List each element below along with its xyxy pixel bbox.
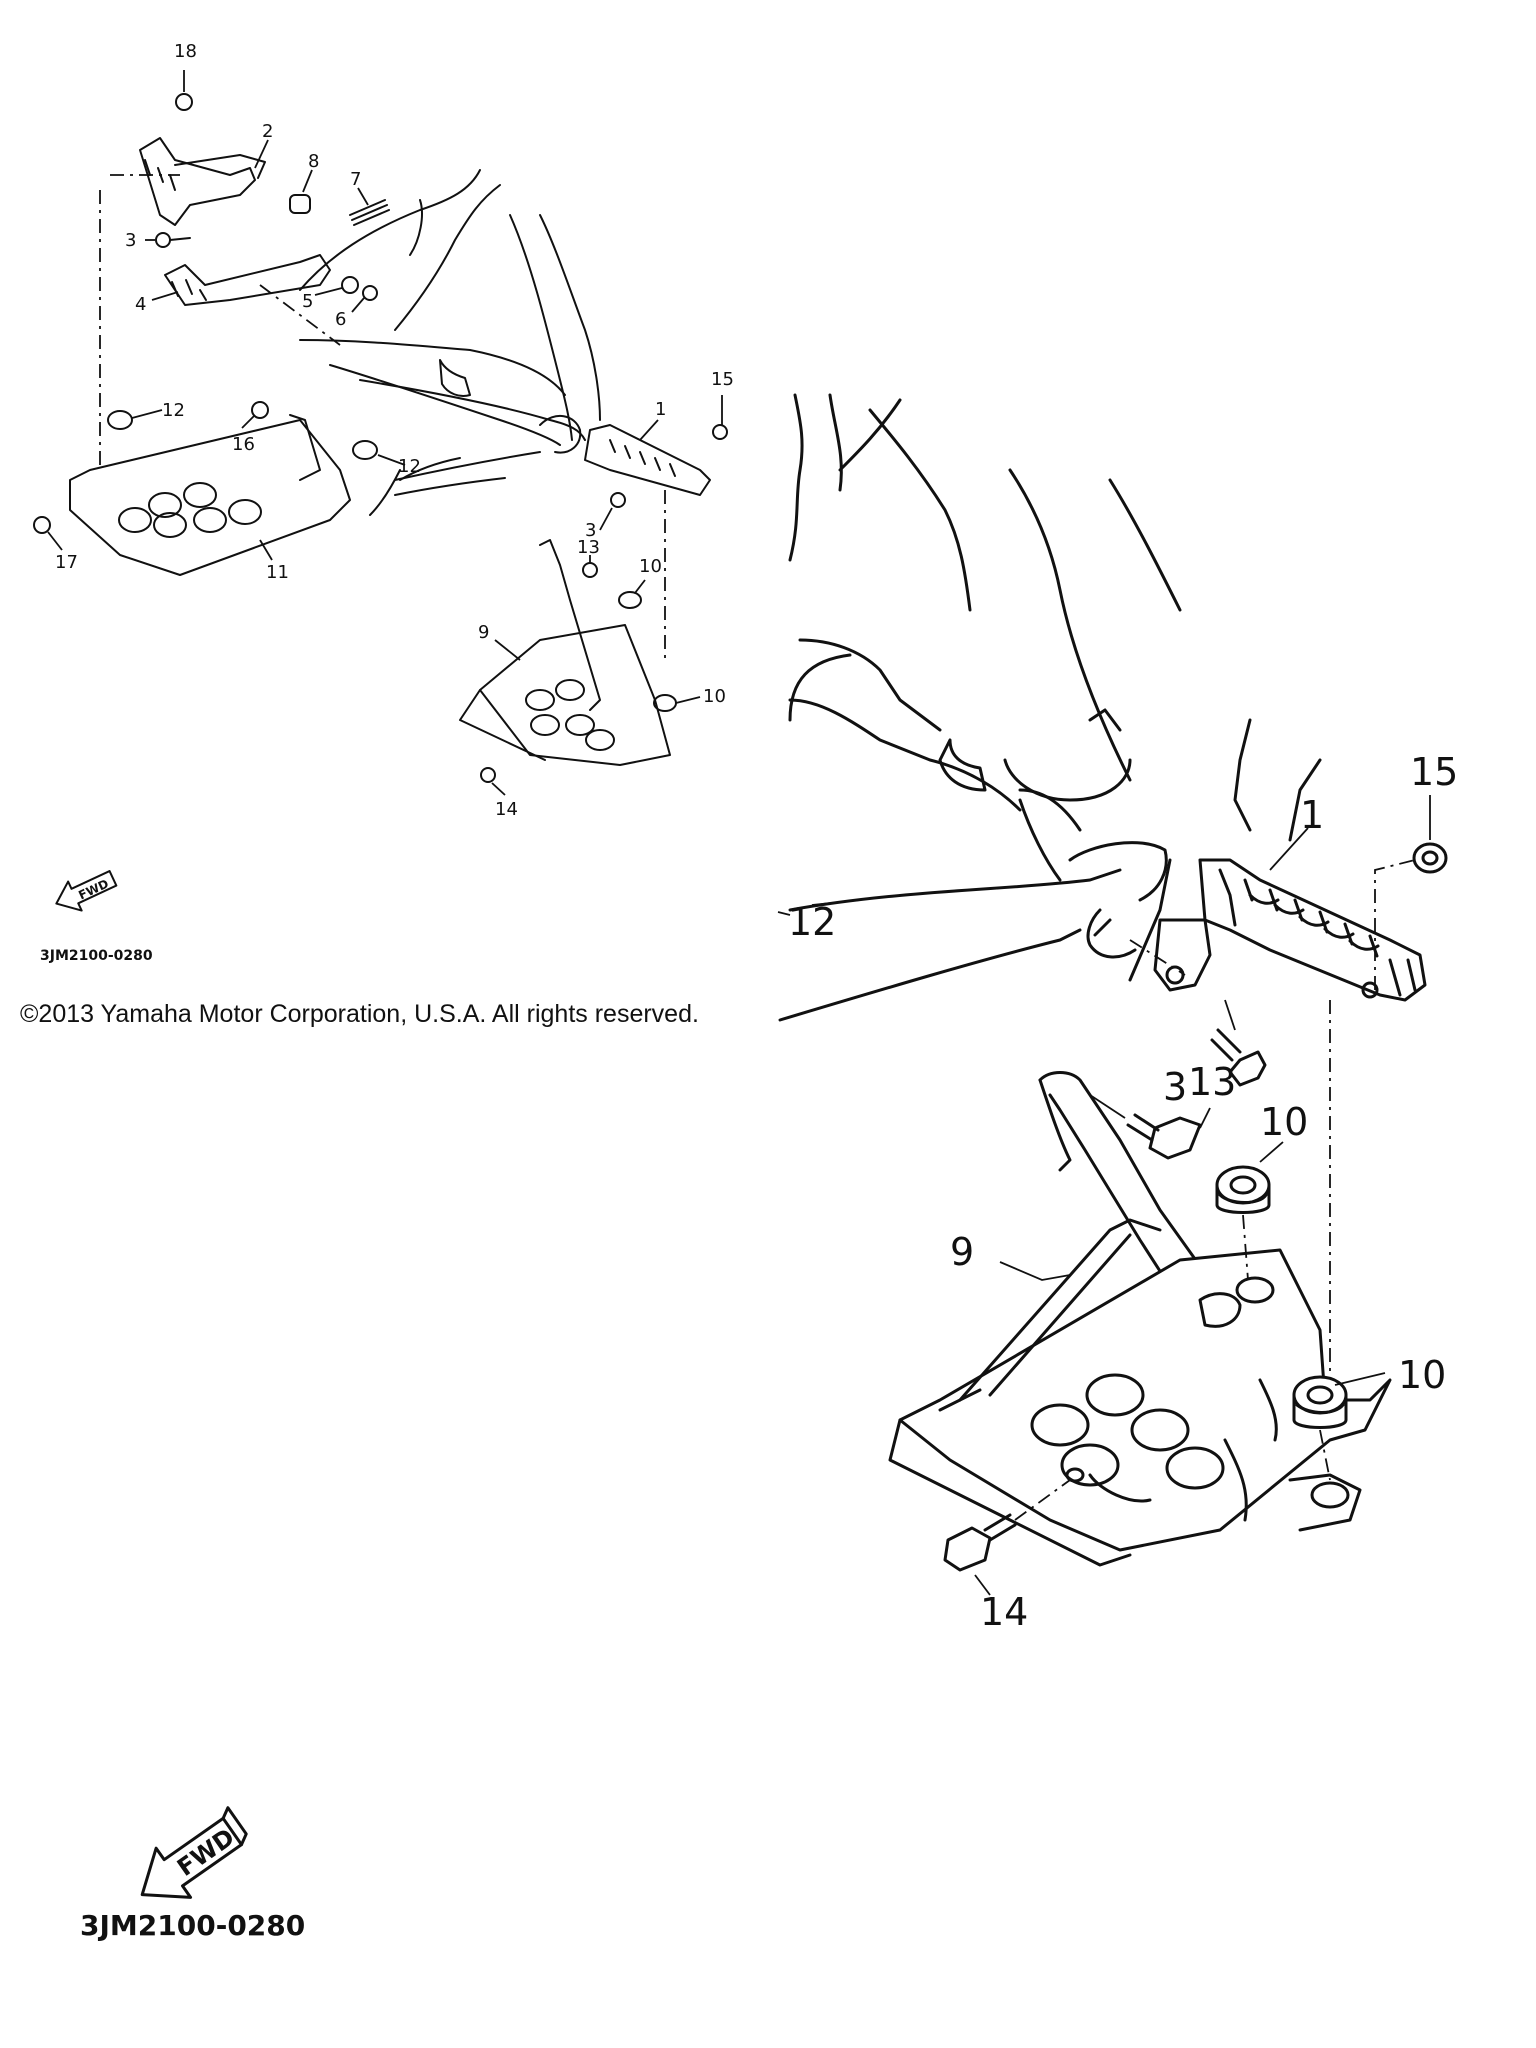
callout-12b: 12 xyxy=(398,456,421,477)
large-callouts: 15 1 12 3 13 10 9 10 14 xyxy=(788,750,1458,1634)
guard-plate-9-large xyxy=(898,1248,1392,1552)
bolt-3b xyxy=(610,492,626,508)
callout-3-large: 3 xyxy=(1163,1065,1187,1109)
cotter-pin-6 xyxy=(362,285,378,301)
large-leader-lines xyxy=(777,795,1431,1596)
callout-13: 13 xyxy=(577,537,600,558)
grommet-12a xyxy=(107,410,133,430)
callout-6: 6 xyxy=(335,309,346,330)
callout-14: 14 xyxy=(495,799,518,820)
callout-5: 5 xyxy=(302,291,313,312)
small-callouts: 18 2 8 7 3 5 6 4 12 16 12 15 1 3 13 10 1… xyxy=(55,41,734,820)
callout-3b: 3 xyxy=(585,520,596,541)
nut-15-large xyxy=(1412,842,1448,874)
large-guard-plate xyxy=(888,1071,1392,1567)
callout-10-large-a: 10 xyxy=(1260,1100,1308,1144)
bolt-13 xyxy=(582,562,598,578)
guard-plate-11 xyxy=(69,419,351,576)
callout-13-large: 13 xyxy=(1188,1060,1236,1104)
small-left-guard-plate xyxy=(33,401,378,576)
small-leader-lines xyxy=(47,70,723,796)
small-rear-footrest-assembly xyxy=(99,93,390,470)
callout-1-large: 1 xyxy=(1300,793,1324,837)
callout-11: 11 xyxy=(266,562,289,583)
callout-12-large: 12 xyxy=(788,900,836,944)
bolt-3 xyxy=(155,232,171,248)
guard-plate-9 xyxy=(479,624,671,766)
small-diagram-code: 3JM2100-0280 xyxy=(40,948,153,964)
bolt-17 xyxy=(33,516,51,534)
bolt-14-large xyxy=(943,1526,992,1572)
callout-10a: 10 xyxy=(639,556,662,577)
callout-12a: 12 xyxy=(162,400,185,421)
callout-14-large: 14 xyxy=(980,1590,1028,1634)
large-view: 15 1 12 3 13 10 9 10 14 FWD 3JM2100-0280 xyxy=(80,393,1458,1942)
footrest-1-large xyxy=(1198,858,1427,1002)
small-view: 18 2 8 7 3 5 6 4 12 16 12 15 1 3 13 10 1… xyxy=(33,41,734,964)
copyright-notice: ©2013 Yamaha Motor Corporation, U.S.A. A… xyxy=(20,1000,699,1028)
bolt-14 xyxy=(480,767,496,783)
small-frame-drawing xyxy=(299,169,601,516)
callout-9-large: 9 xyxy=(950,1230,974,1274)
grommet-12b xyxy=(352,440,378,460)
small-fwd-arrow-icon: FWD xyxy=(55,870,118,912)
large-footrest xyxy=(1129,842,1448,1380)
bolt-13-large xyxy=(1148,1116,1202,1160)
callout-10b: 10 xyxy=(703,686,726,707)
grommet-10b xyxy=(653,694,677,712)
large-diagram-code: 3JM2100-0280 xyxy=(80,1909,305,1942)
bolt-3-large xyxy=(1228,1050,1267,1087)
callout-7: 7 xyxy=(350,169,361,190)
large-frame-drawing xyxy=(778,393,1322,1022)
washer-5 xyxy=(341,276,359,294)
large-hardware xyxy=(943,1094,1348,1572)
grommet-10a xyxy=(618,591,642,609)
callout-9: 9 xyxy=(478,622,489,643)
callout-1: 1 xyxy=(655,399,666,420)
spring-7 xyxy=(349,199,390,226)
callout-4: 4 xyxy=(135,294,146,315)
large-fwd-arrow-icon: FWD xyxy=(140,1806,248,1899)
callout-17: 17 xyxy=(55,552,78,573)
nut-15 xyxy=(712,424,728,440)
bolt-16 xyxy=(251,401,269,419)
collar-8 xyxy=(289,194,311,214)
nut-18 xyxy=(175,93,193,111)
callout-3: 3 xyxy=(125,230,136,251)
callout-2: 2 xyxy=(262,121,273,142)
callout-15-large: 15 xyxy=(1410,750,1458,794)
small-right-guard-plate xyxy=(459,539,677,783)
callout-10-large-b: 10 xyxy=(1398,1353,1446,1397)
rear-footrest-2 xyxy=(139,137,256,226)
callout-16: 16 xyxy=(232,434,255,455)
callout-8: 8 xyxy=(308,151,319,172)
small-right-footrest xyxy=(584,424,728,660)
footrest-bracket-4 xyxy=(164,254,331,306)
callout-15: 15 xyxy=(711,369,734,390)
footrest-1 xyxy=(584,424,711,496)
callout-18: 18 xyxy=(174,41,197,62)
